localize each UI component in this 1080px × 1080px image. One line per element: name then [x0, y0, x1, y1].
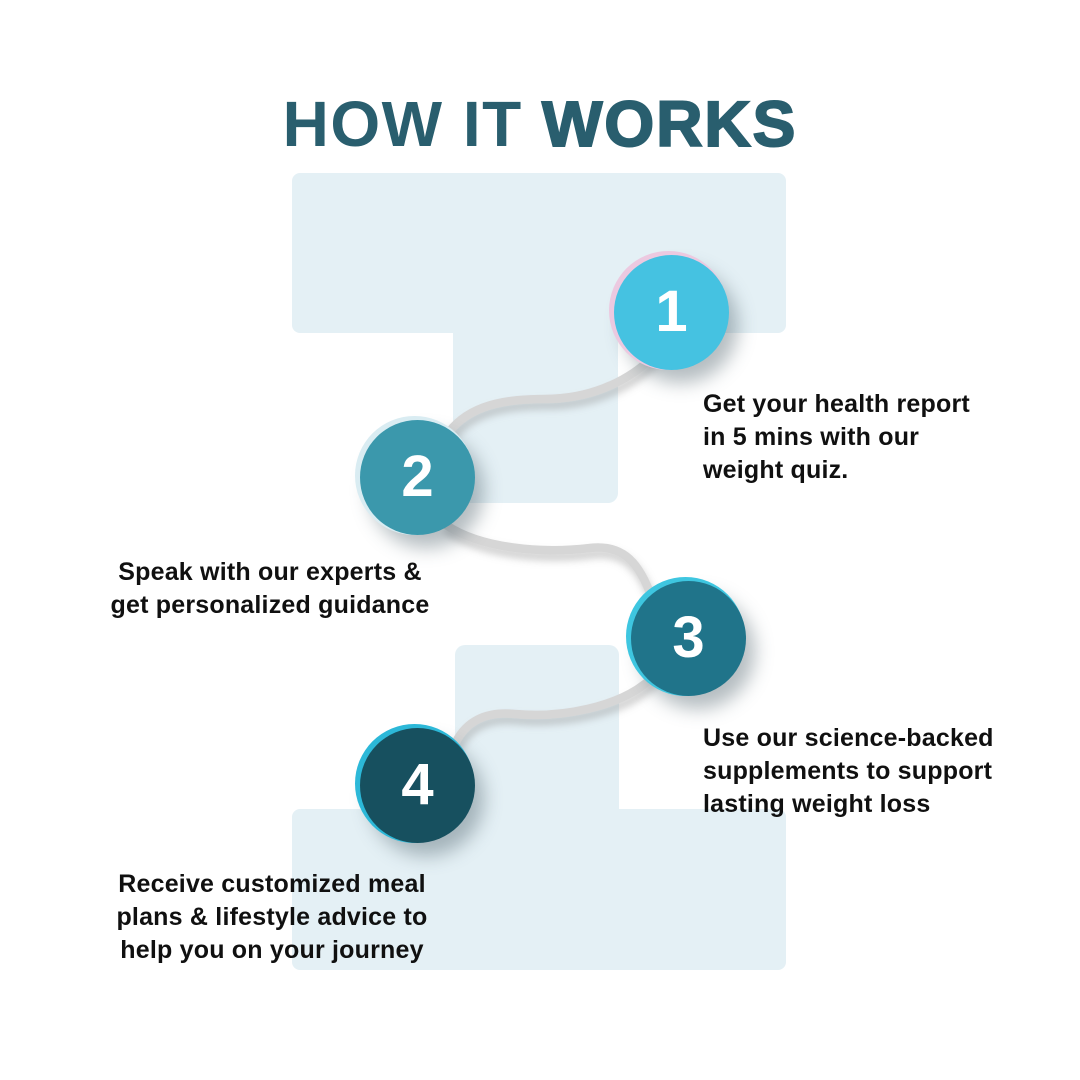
step-3-number: 3: [672, 604, 705, 670]
connector-step1-step2: [444, 350, 660, 437]
step-1-number: 1: [655, 278, 688, 344]
page-title: HOW IT WORKS: [0, 88, 1080, 160]
step-1-text: Get your health report in 5 mins with ou…: [703, 390, 970, 484]
connector-step2-step3: [441, 520, 657, 603]
title-regular-text: HOW IT: [282, 88, 523, 160]
step-4-circle: 4: [360, 728, 475, 843]
step-2-number: 2: [401, 443, 434, 509]
title-bold-text: WORKS: [541, 88, 798, 160]
shape-bottom-stem: [455, 645, 619, 820]
step-4-text: Receive customized meal plans & lifestyl…: [116, 870, 428, 964]
step-2-text: Speak with our experts & get personalize…: [110, 558, 430, 619]
step-4-number: 4: [401, 751, 434, 817]
step-2-circle: 2: [360, 420, 475, 535]
shape-bottom-bar: [292, 809, 786, 970]
connector-step3-step4: [451, 673, 657, 747]
step-3-circle: 3: [631, 581, 746, 696]
step-3-text: Use our science-backed supplements to su…: [703, 724, 994, 818]
step-1-circle: 1: [614, 255, 729, 370]
